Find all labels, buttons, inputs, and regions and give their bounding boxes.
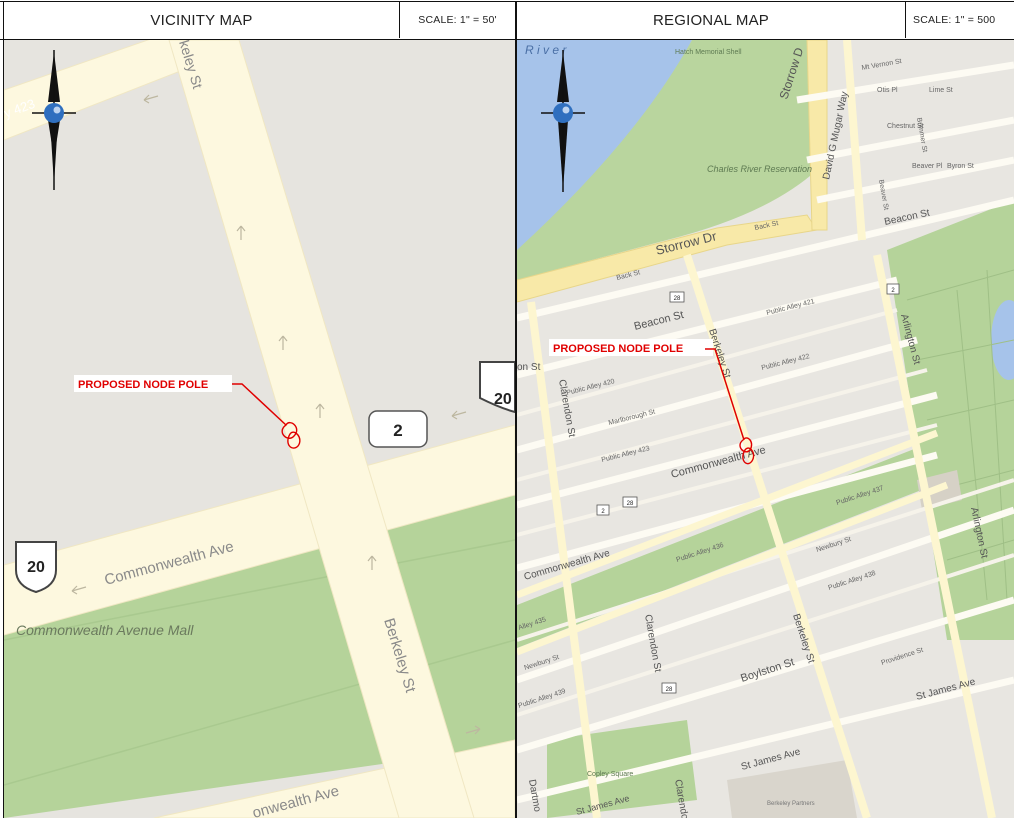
proposed-node-pole-callout: PROPOSED NODE POLE — [74, 375, 301, 449]
regional-map[interactable]: R i v e r Hatch Memorial Shell Charles R… — [517, 40, 1014, 818]
route-2-number: 2 — [393, 421, 402, 440]
commonwealth-mall-park — [517, 440, 947, 648]
north-arrow-icon — [32, 50, 76, 190]
byron-label: Byron St — [947, 163, 974, 170]
route-2-shield: 2 — [368, 410, 428, 448]
north-south-streets — [527, 40, 996, 818]
regional-callout-label: PROPOSED NODE POLE — [553, 343, 683, 355]
regional-map-scale: SCALE: 1" = 500 — [905, 2, 1014, 38]
us-20-number: 20 — [27, 559, 45, 576]
back-top-label: Back St — [754, 220, 779, 232]
frame-header-bottom — [0, 39, 1014, 40]
alleys — [517, 308, 1014, 717]
otis-label: Otis Pl — [877, 87, 898, 94]
route-28-bottom-number: 28 — [666, 687, 673, 693]
route-2-shield-bottom: 2 — [596, 504, 610, 516]
vicinity-map-title: VICINITY MAP — [150, 11, 253, 29]
route-2-shield-top: 2 — [886, 283, 900, 295]
chestnut-label: Chestnut St — [887, 123, 924, 130]
route-28-shield-mid: 28 — [622, 496, 638, 508]
mugar-way-road — [806, 40, 828, 231]
lime-label: Lime St — [929, 87, 953, 94]
route-28-number: 28 — [674, 296, 681, 302]
frame-divider — [515, 1, 517, 818]
route-28-mid-number: 28 — [627, 501, 634, 507]
route-28-shield: 28 — [669, 291, 685, 303]
route-28-shield-bottom: 28 — [661, 682, 677, 694]
east-west-streets — [517, 61, 1014, 804]
mall-path-2 — [4, 639, 515, 786]
vicinity-map[interactable]: y 423 keley St Commonwealth Ave onwealth… — [4, 40, 515, 818]
vicinity-mall-label: Commonwealth Avenue Mall — [16, 622, 194, 638]
public-garden-park — [887, 200, 1014, 640]
garden-pond — [991, 300, 1014, 380]
on-st-label: on St — [517, 362, 541, 373]
us-20-right-number: 20 — [494, 391, 512, 408]
vicinity-map-scale: SCALE: 1" = 50' — [399, 2, 515, 38]
vicinity-callout-label: PROPOSED NODE POLE — [78, 379, 208, 391]
garden-paths — [906, 269, 1014, 601]
charles-reservation-label: Charles River Reservation — [707, 164, 812, 174]
copley-label: Copley Square — [587, 771, 633, 778]
us-20-shield: 20 — [15, 541, 57, 594]
frame-left — [3, 1, 4, 818]
charles-river-reservation-park — [517, 40, 817, 280]
mall-path — [4, 539, 515, 641]
regional-map-title: REGIONAL MAP — [652, 11, 770, 29]
commonwealth-ave-south — [517, 481, 949, 656]
route-2-bottom-number: 2 — [601, 509, 605, 515]
commonwealth-ave-north — [517, 429, 939, 599]
river-label: R i v e r — [525, 43, 567, 57]
us-20-shield-right: 20 — [479, 361, 515, 414]
berkeley-st-road — [168, 40, 475, 818]
traffic-arrows — [71, 94, 481, 735]
route-2-top-number: 2 — [891, 288, 895, 294]
hatch-shell-label: Hatch Memorial Shell — [675, 49, 742, 56]
berkeley-partners-label: Berkeley Partners — [767, 801, 815, 807]
beaver-pl-label: Beaver Pl — [912, 163, 943, 170]
proposed-node-pole-callout: PROPOSED NODE POLE — [549, 339, 755, 465]
berkeley-building — [727, 760, 857, 818]
north-arrow-icon — [541, 50, 585, 192]
frame-top — [0, 1, 1014, 2]
